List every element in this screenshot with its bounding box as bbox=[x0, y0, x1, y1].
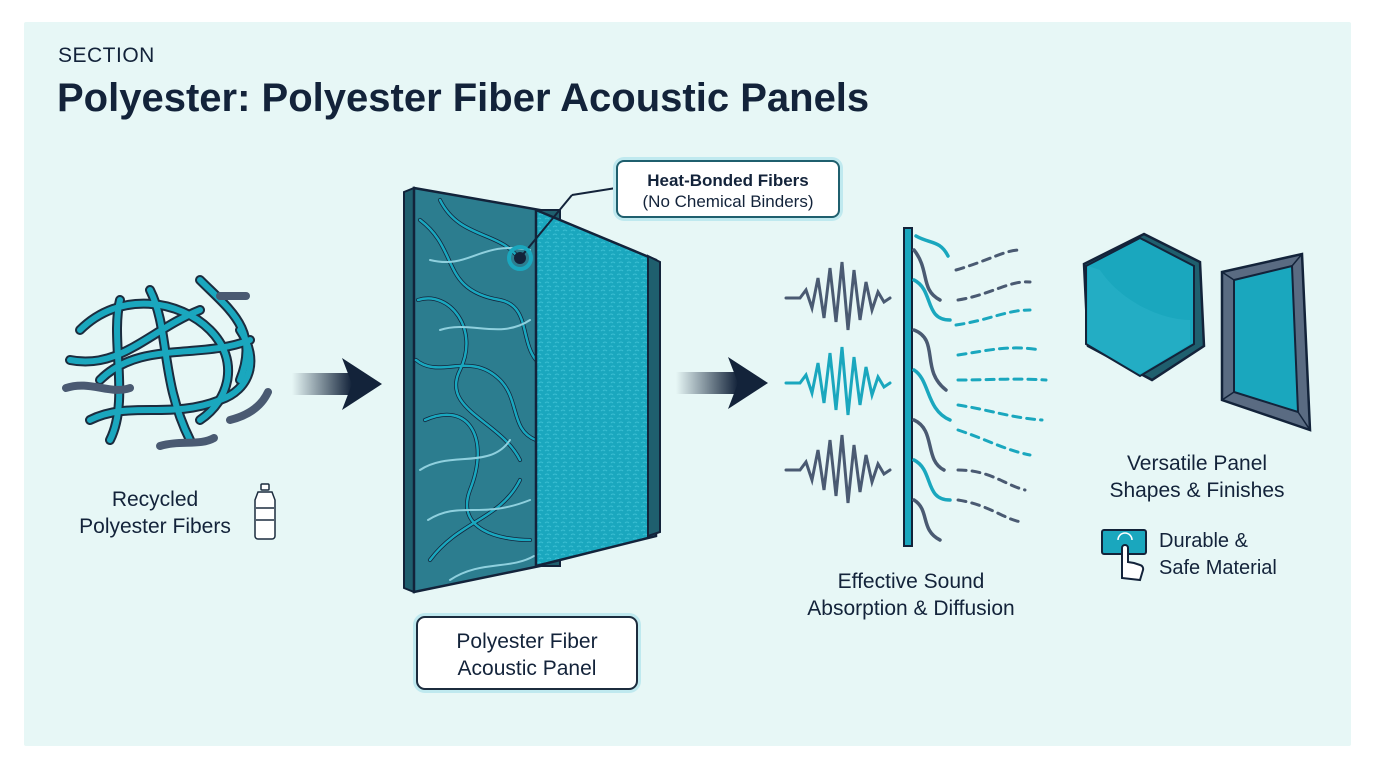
versatile-shapes-line2: Shapes & Finishes bbox=[1109, 479, 1285, 502]
hexagon-panel-icon bbox=[1082, 232, 1206, 382]
callout-subtitle: (No Chemical Binders) bbox=[642, 192, 814, 211]
acoustic-panel-line1: Polyester Fiber bbox=[456, 630, 598, 653]
framed-panel-icon bbox=[1220, 252, 1312, 432]
hand-touch-icon bbox=[1101, 529, 1147, 582]
versatile-shapes-label: Versatile Panel Shapes & Finishes bbox=[1086, 450, 1308, 504]
arrow-right-icon bbox=[676, 357, 768, 409]
heat-bonded-callout: Heat-Bonded Fibers (No Chemical Binders) bbox=[616, 160, 840, 218]
acoustic-panel-illustration bbox=[403, 186, 661, 594]
recycled-fibers-line2: Polyester Fibers bbox=[79, 515, 231, 538]
versatile-shapes-line1: Versatile Panel bbox=[1126, 452, 1268, 475]
sound-absorption-line1: Effective Sound bbox=[837, 570, 985, 593]
callout-title: Heat-Bonded Fibers bbox=[647, 171, 809, 190]
durable-material-label: Durable & Safe Material bbox=[1159, 528, 1277, 582]
section-eyebrow: SECTION bbox=[58, 44, 155, 67]
durable-line1: Durable & bbox=[1159, 530, 1248, 552]
sound-wave-icon bbox=[784, 261, 892, 504]
sound-absorption-line2: Absorption & Diffusion bbox=[807, 597, 1015, 620]
sound-absorption-label: Effective Sound Absorption & Diffusion bbox=[776, 568, 1046, 622]
acoustic-panel-line2: Acoustic Panel bbox=[457, 657, 597, 680]
acoustic-panel-label: Polyester Fiber Acoustic Panel bbox=[416, 616, 638, 690]
page-title: Polyester: Polyester Fiber Acoustic Pane… bbox=[57, 76, 870, 120]
fiber-cluster-illustration bbox=[62, 275, 272, 450]
plastic-bottle-icon bbox=[254, 483, 276, 540]
arrow-right-icon bbox=[292, 358, 382, 410]
durable-line2: Safe Material bbox=[1159, 557, 1277, 579]
absorption-cross-section bbox=[903, 227, 1048, 547]
recycled-fibers-line1: Recycled bbox=[111, 488, 199, 511]
recycled-fibers-label: Recycled Polyester Fibers bbox=[60, 486, 250, 540]
